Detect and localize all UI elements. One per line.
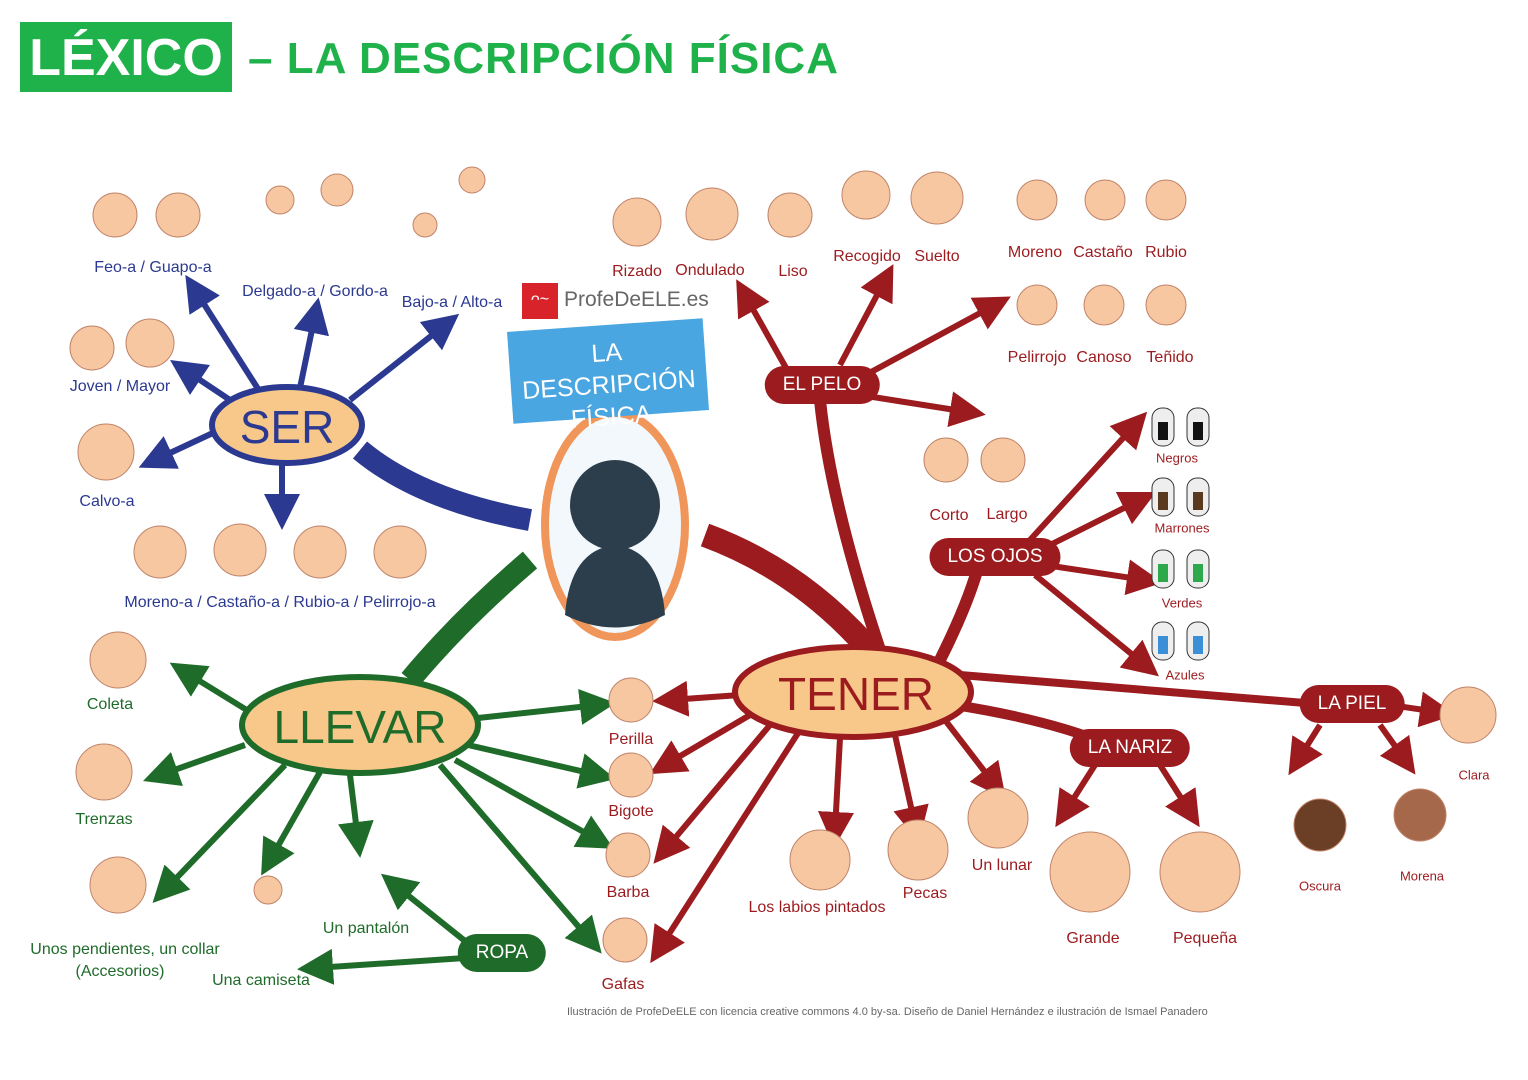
ojos-item: Verdes [1161,595,1203,611]
pelo-item: Largo [986,506,1028,523]
tener-item: Perilla [608,731,654,748]
pelo-item: Castaño [1073,244,1133,261]
pelo-item: Teñido [1146,349,1194,366]
profedele-logo-icon: ᴖ~ [522,283,558,319]
pelo-item: Liso [778,263,808,280]
llevar-hub [239,674,481,776]
tener-item: Barba [606,884,650,901]
ser-item: Moreno-a / Castaño-a / Rubio-a / Pelirro… [124,594,436,611]
ojos-node: LOS OJOS [929,538,1061,576]
ojos-item: Negros [1156,450,1198,466]
pelo-item: Corto [929,507,969,524]
ser-item: Calvo-a [79,493,135,510]
piel-item: Morena [1399,868,1445,884]
ser-item: Feo-a / Guapo-a [94,259,212,276]
ojos-item: Azules [1165,667,1205,683]
character-illustrations [69,166,1497,963]
pelo-item: Canoso [1076,349,1132,366]
tener-item: Un lunar [971,857,1033,874]
llevar-item: Trenzas [75,811,133,828]
pelo-item: Suelto [914,248,960,265]
pelo-item: Ondulado [675,262,745,279]
llevar-item: Unos pendientes, un collar [30,941,220,958]
llevar-item: Coleta [86,696,134,713]
ojos-item: Marrones [1154,520,1210,536]
ser-item: Joven / Mayor [69,378,171,395]
logo-text: ProfeDeELE.es [564,288,709,311]
llevar-item: Una camiseta [212,972,310,989]
tener-hub [732,644,974,740]
tener-item: Pecas [902,885,948,902]
llevar-item: Un pantalón [322,920,410,937]
ser-item: Bajo-a / Alto-a [401,294,503,311]
ser-label: SER [239,401,335,453]
pelo-item: Moreno [1007,244,1063,261]
nariz-item: Pequeña [1172,930,1238,947]
title-lexico: LÉXICO [20,22,232,92]
ser-hub [209,384,365,466]
pelo-item: Rizado [612,263,662,280]
ropa-node: ROPA [457,934,547,972]
pelo-item: Rubio [1145,244,1187,261]
llevar-item: (Accesorios) [75,963,165,980]
llevar-label: LLEVAR [273,701,447,753]
tener-label: TENER [778,668,934,720]
piel-item: Clara [1458,767,1490,783]
nariz-node: LA NARIZ [1069,729,1191,767]
pelo-item: Recogido [833,248,901,265]
tener-item: Gafas [601,976,645,993]
piel-item: Oscura [1299,878,1341,894]
eye-illustrations [1151,407,1210,661]
pelo-node: EL PELO [764,366,880,404]
piel-node: LA PIEL [1299,685,1405,723]
credit-line: Ilustración de ProfeDeELE con licencia c… [567,1006,1208,1018]
ser-item: Delgado-a / Gordo-a [242,283,388,300]
page-title: – LA DESCRIPCIÓN FÍSICA [248,34,839,83]
tener-item: Los labios pintados [748,899,886,916]
tener-item: Bigote [608,803,654,820]
banner-line: LA DESCRIPCIÓN [521,338,697,405]
nariz-item: Grande [1066,930,1120,947]
pelo-item: Pelirrojo [1007,349,1067,366]
